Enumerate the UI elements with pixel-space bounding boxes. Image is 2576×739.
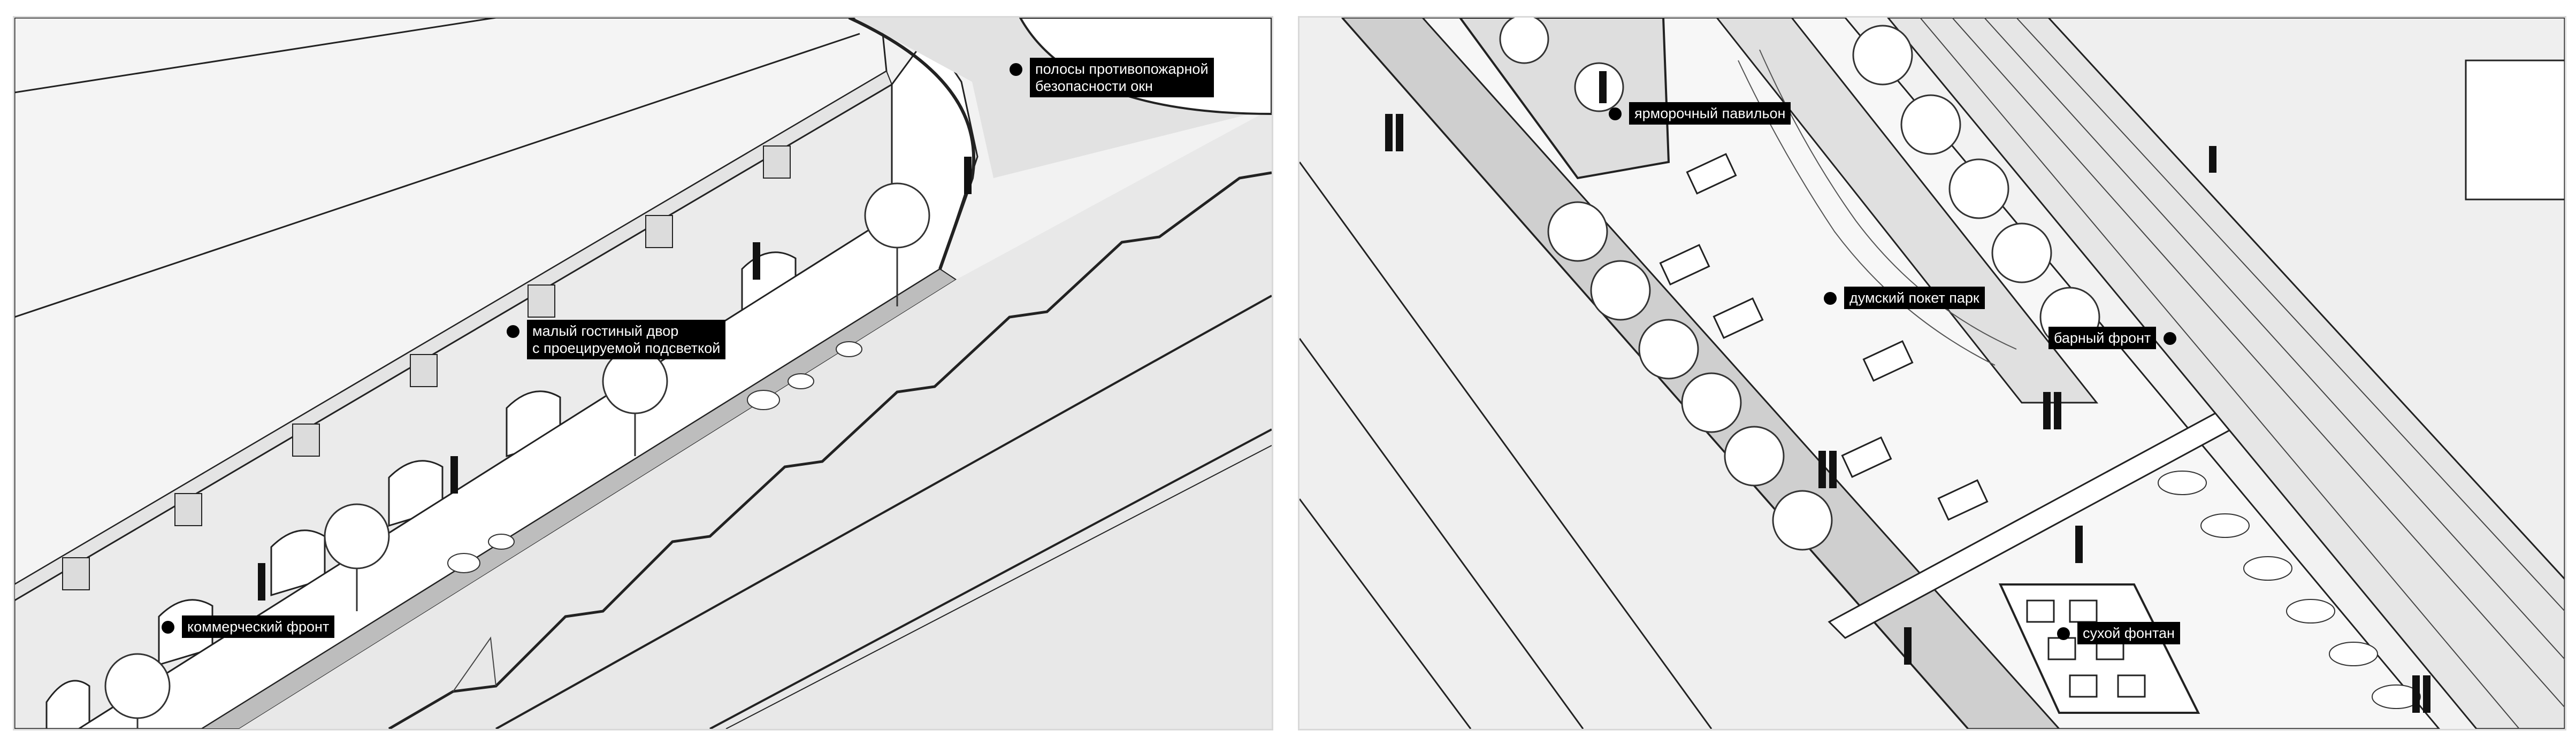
corner-building <box>2465 59 2565 201</box>
right-building-windows <box>1920 18 2565 729</box>
callout-bar-front: барный фронт <box>2048 327 2177 349</box>
callout-label: коммерческий фронт <box>182 615 335 638</box>
park-furniture <box>1659 153 1989 521</box>
topo-planter <box>1716 18 2099 404</box>
pocket-park <box>1421 18 2440 729</box>
callout-commercial-front: коммерческий фронт <box>162 615 335 638</box>
callout-label: полосы противопожарной безопасности окн <box>1030 58 1214 97</box>
callout-dot <box>162 621 174 634</box>
callout-label: думский покет парк <box>1844 287 1985 309</box>
right-building <box>1887 18 2565 729</box>
right-strip-planters <box>2158 471 2421 709</box>
callout-fair-pavilion: ярморочный павильон <box>1609 102 1791 125</box>
people <box>1385 71 2430 713</box>
callout-duma-pocket-park: думский покет парк <box>1824 287 1985 309</box>
road-right <box>2047 18 2565 581</box>
planter-strip-left <box>1341 18 2061 729</box>
callout-dry-fountain: сухой фонтан <box>2057 622 2180 644</box>
right-axonometric-panel: ярморочный павильон думский покет парк б… <box>1298 16 2566 730</box>
callout-label: барный фронт <box>2048 327 2157 349</box>
callout-fire-safety-strips: полосы противопожарной безопасности окн <box>1010 58 1214 97</box>
callout-dot <box>2057 627 2070 640</box>
left-axonometric-panel: полосы противопожарной безопасности окн … <box>13 16 1273 730</box>
left-drawing <box>14 18 1272 729</box>
callout-label: сухой фонтан <box>2077 622 2180 644</box>
planters <box>447 341 862 573</box>
road <box>239 109 1272 729</box>
callout-dot <box>1609 107 1622 120</box>
callout-small-gostiny-dvor: малый гостиный двор с проецируемой подсв… <box>507 320 726 359</box>
callout-label: ярморочный павильон <box>1629 102 1791 125</box>
callout-dot <box>1010 63 1022 76</box>
road-left <box>1300 18 1968 729</box>
zigzag-canopy <box>388 171 1272 729</box>
callout-dot <box>1824 292 1837 305</box>
callout-dot <box>2164 332 2177 345</box>
callout-dot <box>507 325 519 338</box>
corner-curb <box>848 18 976 270</box>
facade-windows <box>62 145 791 590</box>
street-trees <box>104 182 930 729</box>
callout-label: малый гостиный двор с проецируемой подсв… <box>527 320 726 359</box>
building-roof <box>14 18 888 586</box>
right-drawing <box>1300 18 2565 729</box>
